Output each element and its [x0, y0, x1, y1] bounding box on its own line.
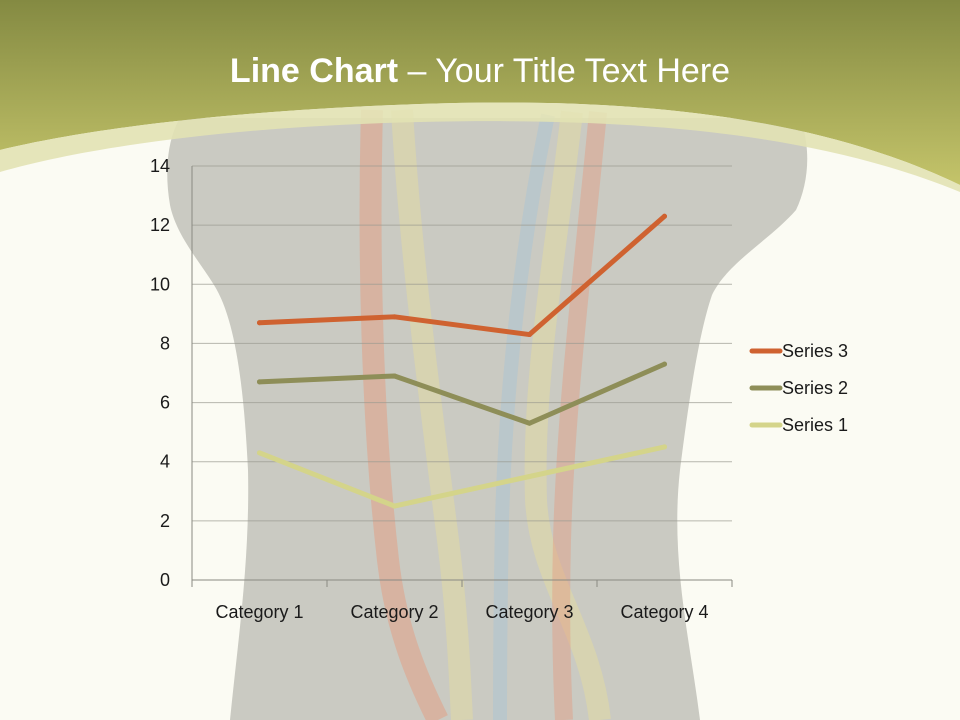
chart-axes [191, 166, 733, 587]
data-point [392, 314, 397, 320]
x-tick-label: Category 2 [350, 602, 438, 622]
data-point [662, 213, 667, 219]
data-point [257, 379, 262, 385]
data-point [392, 373, 397, 379]
x-tick-label: Category 3 [485, 602, 573, 622]
legend-label-1: Series 1 [782, 415, 848, 435]
slide-title: Line Chart – Your Title Text Here [0, 52, 960, 91]
legend-label-2: Series 2 [782, 378, 848, 398]
series-line-2 [257, 361, 667, 426]
y-tick-label: 6 [160, 393, 170, 413]
chart-legend: Series 3 Series 2 Series 1 [749, 341, 848, 435]
data-point [527, 420, 532, 426]
y-tick-label: 2 [160, 511, 170, 531]
data-point [392, 503, 397, 509]
measuring-tape-yellow [391, 109, 473, 720]
y-tick-label: 8 [160, 333, 170, 353]
series-line-3 [257, 213, 667, 338]
data-point [257, 450, 262, 456]
torso-silhouette [167, 118, 808, 720]
measuring-tape-yellow-2 [524, 110, 611, 720]
series-line-1 [257, 444, 667, 509]
data-point [527, 332, 532, 338]
header-swoosh [0, 102, 960, 192]
chart-gridlines [192, 165, 732, 522]
x-tick-label: Category 4 [620, 602, 708, 622]
y-tick-label: 4 [160, 452, 170, 472]
header-band [0, 0, 960, 185]
chart-series [257, 213, 667, 509]
data-point [662, 444, 667, 450]
x-tick-label: Category 1 [215, 602, 303, 622]
data-point [662, 361, 667, 367]
slide-title-rest: – Your Title Text Here [398, 52, 731, 90]
measuring-tape-red-2 [552, 111, 607, 720]
legend-label-3: Series 3 [782, 341, 848, 361]
data-point [257, 320, 262, 326]
y-tick-label: 12 [150, 215, 170, 235]
slide-title-bold: Line Chart [229, 52, 399, 90]
x-axis-ticks: Category 1 Category 2 Category 3 Category 4 [215, 602, 708, 622]
y-tick-label: 0 [160, 570, 170, 590]
y-tick-label: 14 [150, 156, 170, 176]
y-axis-ticks: 0 2 4 6 8 10 12 14 [150, 156, 170, 590]
y-tick-label: 10 [150, 274, 170, 294]
data-point [527, 474, 532, 479]
